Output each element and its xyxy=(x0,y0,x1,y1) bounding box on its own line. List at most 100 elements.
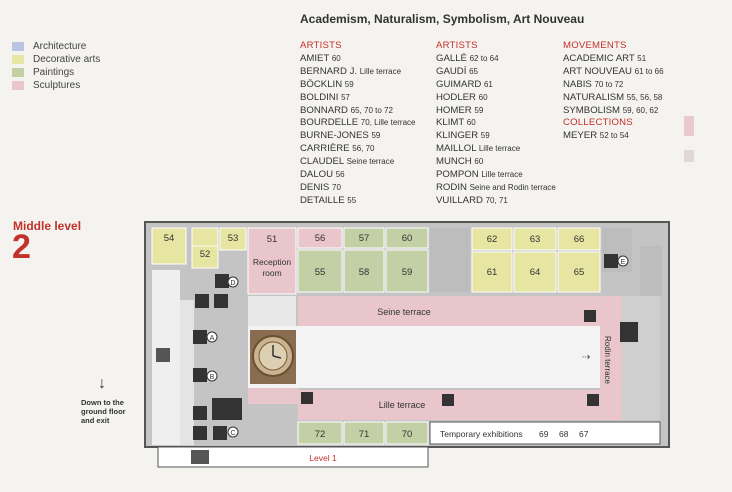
stairs-icon xyxy=(301,392,313,404)
stairs-icon xyxy=(195,294,209,308)
room-67-label: 67 xyxy=(579,429,589,439)
index-entry: HOMER 59 xyxy=(436,104,484,116)
room-61 xyxy=(471,251,513,293)
lille-terrace xyxy=(298,390,622,420)
index-entry: HODLER 60 xyxy=(436,91,488,103)
restaurant-icon xyxy=(156,348,170,362)
room-72 xyxy=(297,421,343,445)
room-71-label: 71 xyxy=(359,429,370,440)
artists-column-1: ARTISTS AMIET 60 BERNARD J. Lille terrac… xyxy=(300,40,416,208)
central-nave xyxy=(248,326,600,388)
room-68-label: 68 xyxy=(559,429,569,439)
exit-note: Down to the ground floor and exit xyxy=(81,398,126,425)
accessibility-icon xyxy=(604,254,618,268)
legend-decorative-arts: Decorative arts xyxy=(12,54,100,65)
map-title: Academism, Naturalism, Symbolism, Art No… xyxy=(300,12,585,26)
room-58-label: 58 xyxy=(359,267,370,278)
index-entry: ART NOUVEAU 61 to 66 xyxy=(563,65,664,77)
index-entry: MAILLOL Lille terrace xyxy=(436,143,521,155)
room-65-label: 65 xyxy=(574,267,585,278)
page-tab-marker xyxy=(684,116,694,136)
legend-sculptures: Sculptures xyxy=(12,80,80,91)
room-52 xyxy=(191,245,219,269)
index-entry: POMPON Lille terrace xyxy=(436,169,523,181)
legend-architecture: Architecture xyxy=(12,41,86,52)
room-62 xyxy=(471,227,513,251)
stairs-icon xyxy=(442,394,454,406)
room-71 xyxy=(343,421,385,445)
room-63 xyxy=(513,227,557,251)
room-69-label: 69 xyxy=(539,429,549,439)
room-62-label: 62 xyxy=(487,234,498,245)
east-wing xyxy=(640,246,662,296)
level-1-bar xyxy=(157,446,429,468)
room-70-label: 70 xyxy=(402,429,413,440)
index-entry: CLAUDEL Seine terrace xyxy=(300,156,395,168)
marker-e xyxy=(617,255,629,267)
level-1-label: Level 1 xyxy=(309,453,337,463)
reception-floor xyxy=(248,296,296,326)
stairs-icon xyxy=(620,322,638,342)
accessibility-icon xyxy=(193,368,207,382)
room-52-upper xyxy=(191,227,219,247)
stairs-icon xyxy=(193,426,207,440)
room-54 xyxy=(151,227,187,265)
room-66-label: 66 xyxy=(574,234,585,245)
room-52-label: 52 xyxy=(200,249,211,260)
seine-terrace-label: Seine terrace xyxy=(377,307,431,317)
stairs-icon xyxy=(584,310,596,322)
index-entry: ACADEMIC ART 51 xyxy=(563,52,647,64)
stairs-icon xyxy=(587,394,599,406)
room-70 xyxy=(385,421,429,445)
index-entry: MUNCH 60 xyxy=(436,156,484,168)
direction-arrow-icon: ⇢ xyxy=(582,352,590,363)
page-tab-marker xyxy=(684,150,694,162)
east-wing xyxy=(622,296,660,420)
room-60-label: 60 xyxy=(402,233,413,244)
movements-column: MOVEMENTS ACADEMIC ART 51 ART NOUVEAU 61… xyxy=(563,40,664,143)
stairs-icon xyxy=(212,398,242,420)
lille-terrace-label: Lille terrace xyxy=(379,400,426,410)
level-caption: Middle level xyxy=(13,219,82,233)
rodin-terrace xyxy=(600,296,622,392)
level-number: 2 xyxy=(12,228,31,266)
room-53 xyxy=(219,227,247,251)
reception-label: Reception xyxy=(253,257,292,267)
index-entry: GAUDÍ 65 xyxy=(436,65,478,77)
marker-b-label: B xyxy=(210,374,215,381)
room-58 xyxy=(343,249,385,293)
index-entry: NATURALISM 55, 56, 58 xyxy=(563,91,663,103)
legend-label: Decorative arts xyxy=(33,54,101,65)
rodin-terrace-label: Rodin terrace xyxy=(603,336,612,385)
room-61-label: 61 xyxy=(487,267,498,278)
stairs-icon xyxy=(193,406,207,420)
legend-swatch xyxy=(12,42,24,51)
marker-a xyxy=(206,331,218,343)
room-59-label: 59 xyxy=(402,267,413,278)
marker-e-label: E xyxy=(621,259,626,266)
room-51 xyxy=(247,227,297,295)
index-entry: DETAILLE 55 xyxy=(300,194,357,206)
room-57-label: 57 xyxy=(359,233,370,244)
room-64 xyxy=(513,251,557,293)
index-entry: BOURDELLE 70, Lille terrace xyxy=(300,117,416,129)
index-entry: BERNARD J. Lille terrace xyxy=(300,65,402,77)
index-entry: GUIMARD 61 xyxy=(436,78,493,90)
clock-hand xyxy=(272,355,282,359)
legend-swatch xyxy=(12,55,24,64)
room-60 xyxy=(385,227,429,249)
index-entry: MEYER 52 to 54 xyxy=(563,130,629,142)
column-heading: COLLECTIONS xyxy=(563,117,633,129)
index-entry: KLIMT 60 xyxy=(436,117,476,129)
room-54-label: 54 xyxy=(164,233,175,244)
marker-b xyxy=(206,370,218,382)
accessibility-icon xyxy=(214,294,228,308)
index-entry: SYMBOLISM 59, 60, 62 xyxy=(563,104,659,116)
index-entry: KLINGER 59 xyxy=(436,130,490,142)
column-heading: ARTISTS xyxy=(436,40,478,51)
index-entry: CARRIÈRE 56, 70 xyxy=(300,143,375,155)
index-entry: NABIS 70 to 72 xyxy=(563,78,624,90)
room-63-label: 63 xyxy=(530,234,541,245)
index-entry: BOLDINI 57 xyxy=(300,91,350,103)
